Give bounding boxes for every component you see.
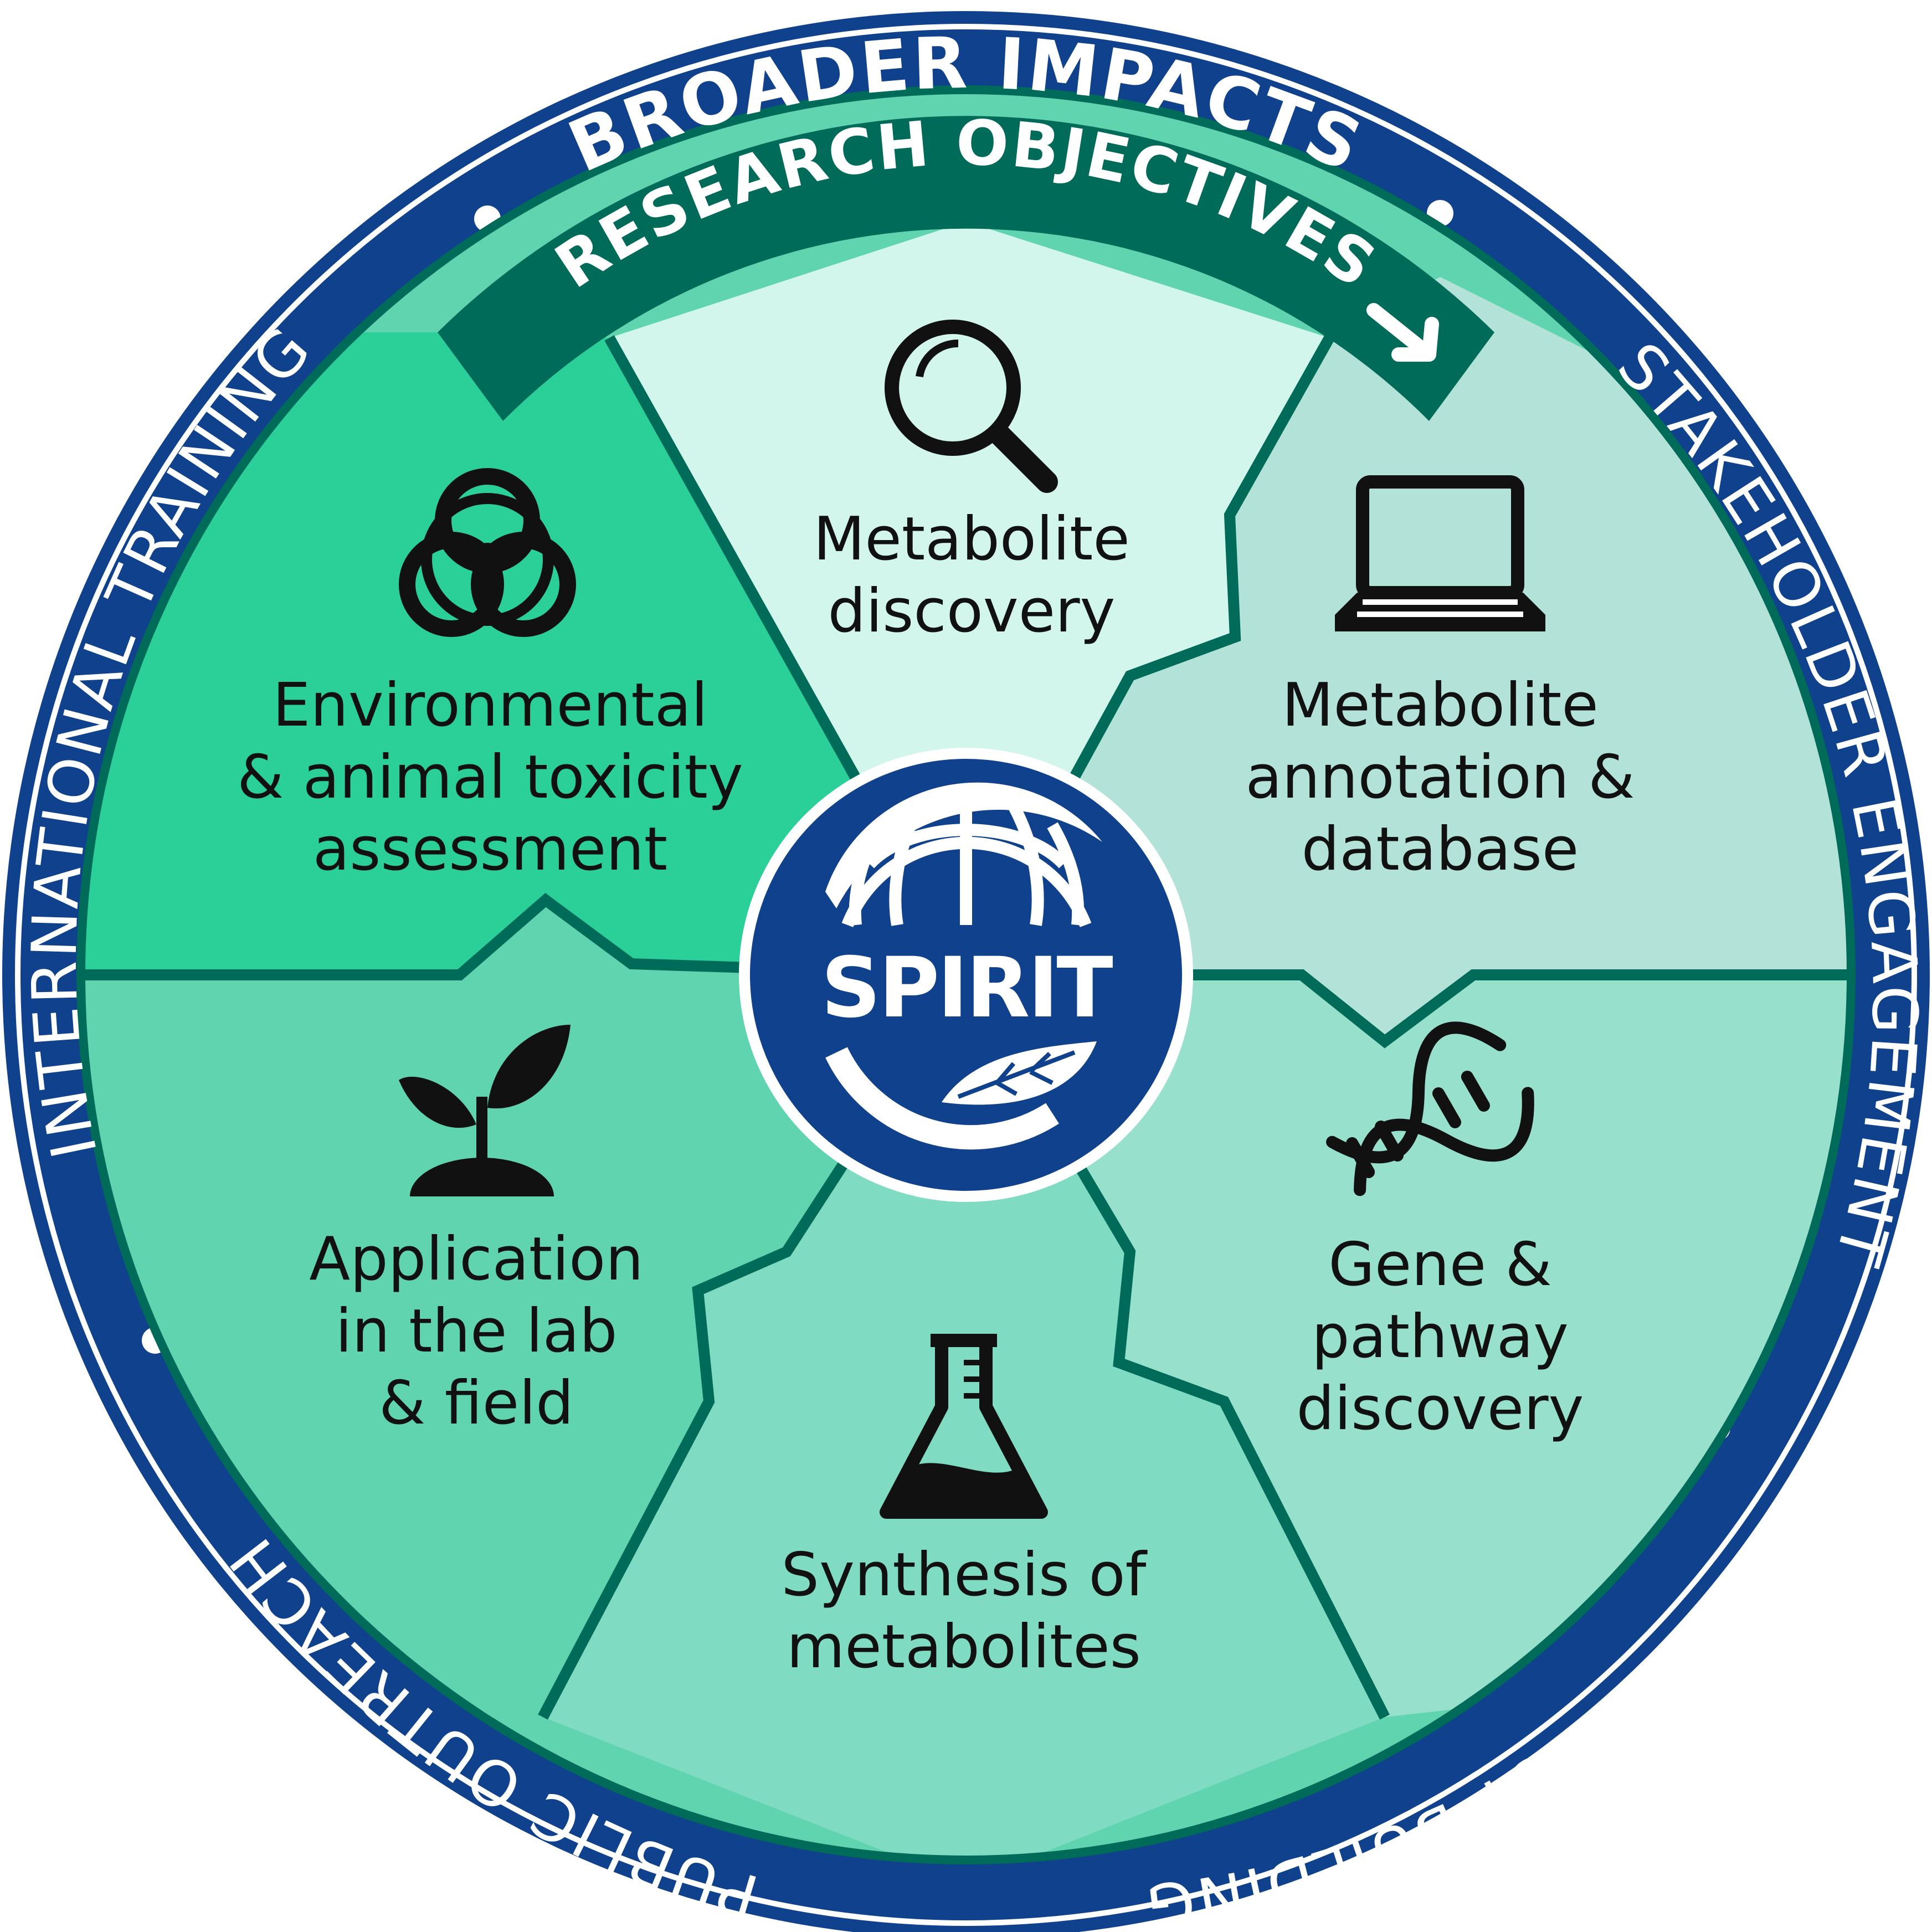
hub-label: SPIRIT [821, 940, 1113, 1036]
flask-icon [880, 1334, 1048, 1519]
segment-label-line: pathway [1312, 1302, 1569, 1371]
segment-label-line: Gene & [1328, 1230, 1552, 1299]
divider [961, 335, 1334, 978]
segment-label-synthesis: Synthesis of metabolites [781, 1540, 1148, 1682]
swoosh [825, 782, 1102, 908]
research-objectives-band [438, 116, 1494, 422]
segment-label-line: Metabolite [813, 505, 1130, 574]
segment-discovery [609, 222, 1329, 975]
segment-label-line: discovery [828, 577, 1116, 646]
segment-label-application: Application in the lab & field [309, 1225, 643, 1438]
segment-label-annotation: Metabolite annotation & database [1245, 671, 1635, 884]
segment-label-line: annotation & [1245, 743, 1635, 812]
segment-label-line: metabolites [787, 1612, 1141, 1682]
laptop-icon [1335, 475, 1545, 631]
outer-ring-border [15, 24, 1917, 1926]
inner-circle-border [76, 85, 1856, 1864]
spirit-hub: SPIRIT [739, 748, 1193, 1202]
segment-label-line: Metabolite [1282, 671, 1599, 740]
segment-label-gene: Gene & pathway discovery [1297, 1230, 1584, 1443]
segment-label-line: discovery [1297, 1374, 1584, 1443]
segment-label-line: in the lab [335, 1297, 617, 1366]
biohazard-icon [399, 468, 576, 637]
seedling-icon [399, 1025, 571, 1196]
segment-environment [81, 332, 966, 975]
segment-label-discovery: Metabolite discovery [813, 505, 1130, 646]
segment-label-line: Environmental [273, 671, 708, 740]
segment-application [81, 900, 966, 1717]
segment-synthesis [543, 975, 1385, 1860]
segment-label-line: & animal toxicity [237, 743, 743, 812]
segment-label-line: & field [379, 1369, 574, 1438]
segment-label-line: database [1302, 815, 1579, 884]
segment-annotation [966, 277, 1851, 1041]
segment-label-environment: Environmental & animal toxicity assessme… [237, 671, 743, 884]
segment-label-line: Synthesis of [781, 1540, 1148, 1610]
magnifier-icon [885, 320, 1058, 493]
segment-label-line: Application [309, 1225, 643, 1294]
lower-arc [825, 1047, 1059, 1150]
arrow-icon [1366, 303, 1439, 362]
segment-label-line: assessment [313, 815, 667, 884]
dna-icon [1326, 1021, 1534, 1196]
